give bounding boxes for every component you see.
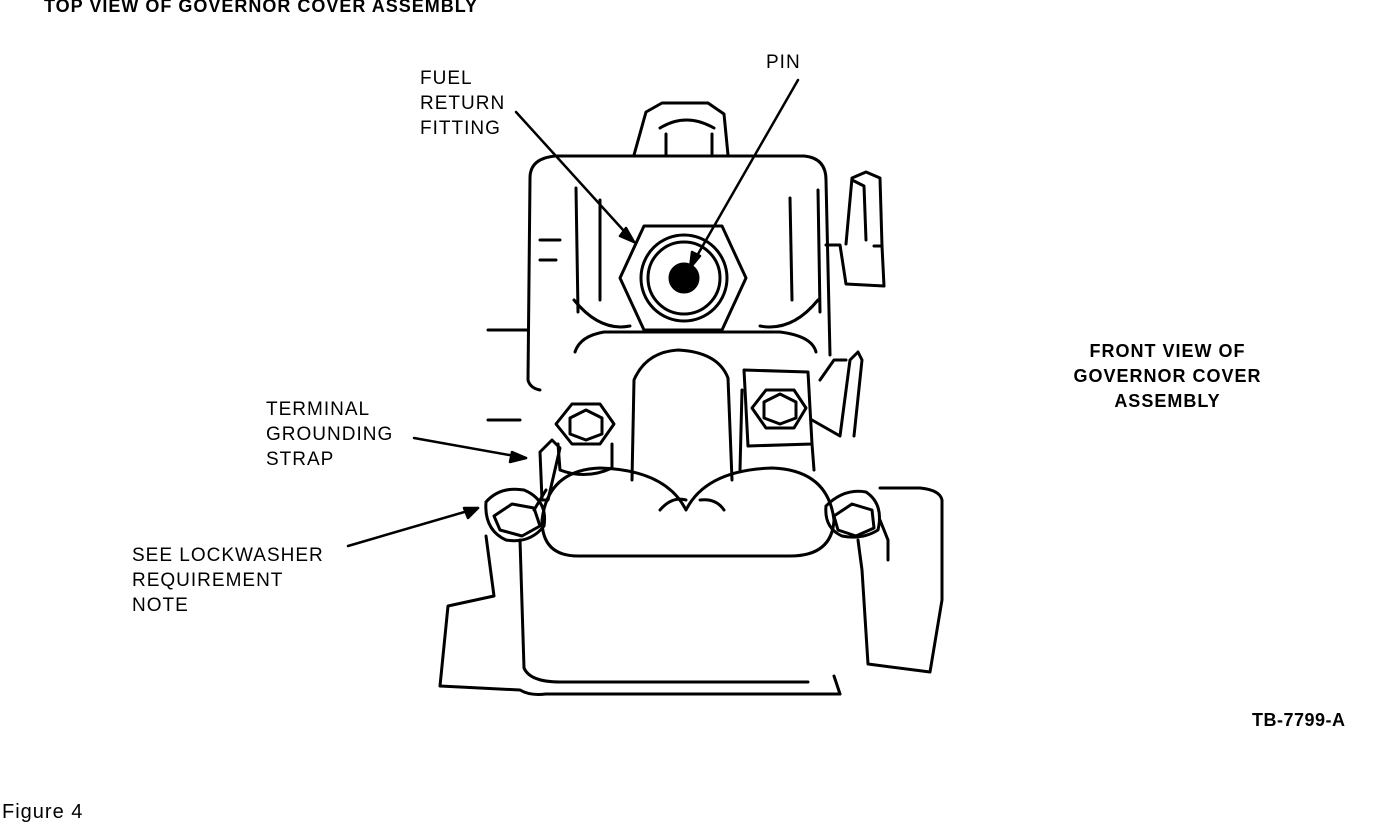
fuel-return-fitting-label: FUEL RETURN FITTING (420, 66, 505, 141)
front-view-title-line: ASSEMBLY (1114, 391, 1221, 411)
leader-lines (346, 78, 800, 548)
lockwasher-note-label: SEE LOCKWASHER REQUIREMENT NOTE (132, 543, 324, 618)
callout-line: FITTING (420, 118, 501, 139)
figure-caption: Figure 4 (2, 801, 84, 823)
fuel-return-fitting (618, 224, 748, 332)
callout-line: STRAP (266, 449, 335, 470)
front-view-title-line: FRONT VIEW OF (1089, 341, 1246, 361)
pin-label: PIN (766, 52, 801, 73)
left-terminal-bolt (532, 402, 616, 512)
callout-line: TERMINAL (266, 399, 371, 420)
right-tab (824, 170, 886, 288)
reference-code: TB-7799-A (1252, 710, 1346, 730)
right-terminal-bolt (738, 350, 864, 472)
terminal-grounding-strap-label: TERMINAL GROUNDING STRAP (266, 397, 393, 472)
cover-upper-body (486, 154, 832, 422)
cover-lower-body (438, 486, 944, 696)
callout-line: RETURN (420, 93, 506, 114)
callout-line: FUEL (420, 68, 473, 89)
callout-line: SEE LOCKWASHER (132, 545, 324, 566)
top-bolt (632, 101, 730, 158)
callout-line: REQUIREMENT (132, 570, 284, 591)
front-view-title-line: GOVERNOR COVER (1073, 366, 1262, 386)
front-view-title: FRONT VIEW OF GOVERNOR COVER ASSEMBLY (1040, 339, 1295, 414)
callout-line: GROUNDING (266, 424, 394, 445)
top-view-title: TOP VIEW OF GOVERNOR COVER ASSEMBLY (44, 0, 479, 16)
center-boss (540, 348, 836, 558)
callout-line: NOTE (132, 595, 189, 616)
